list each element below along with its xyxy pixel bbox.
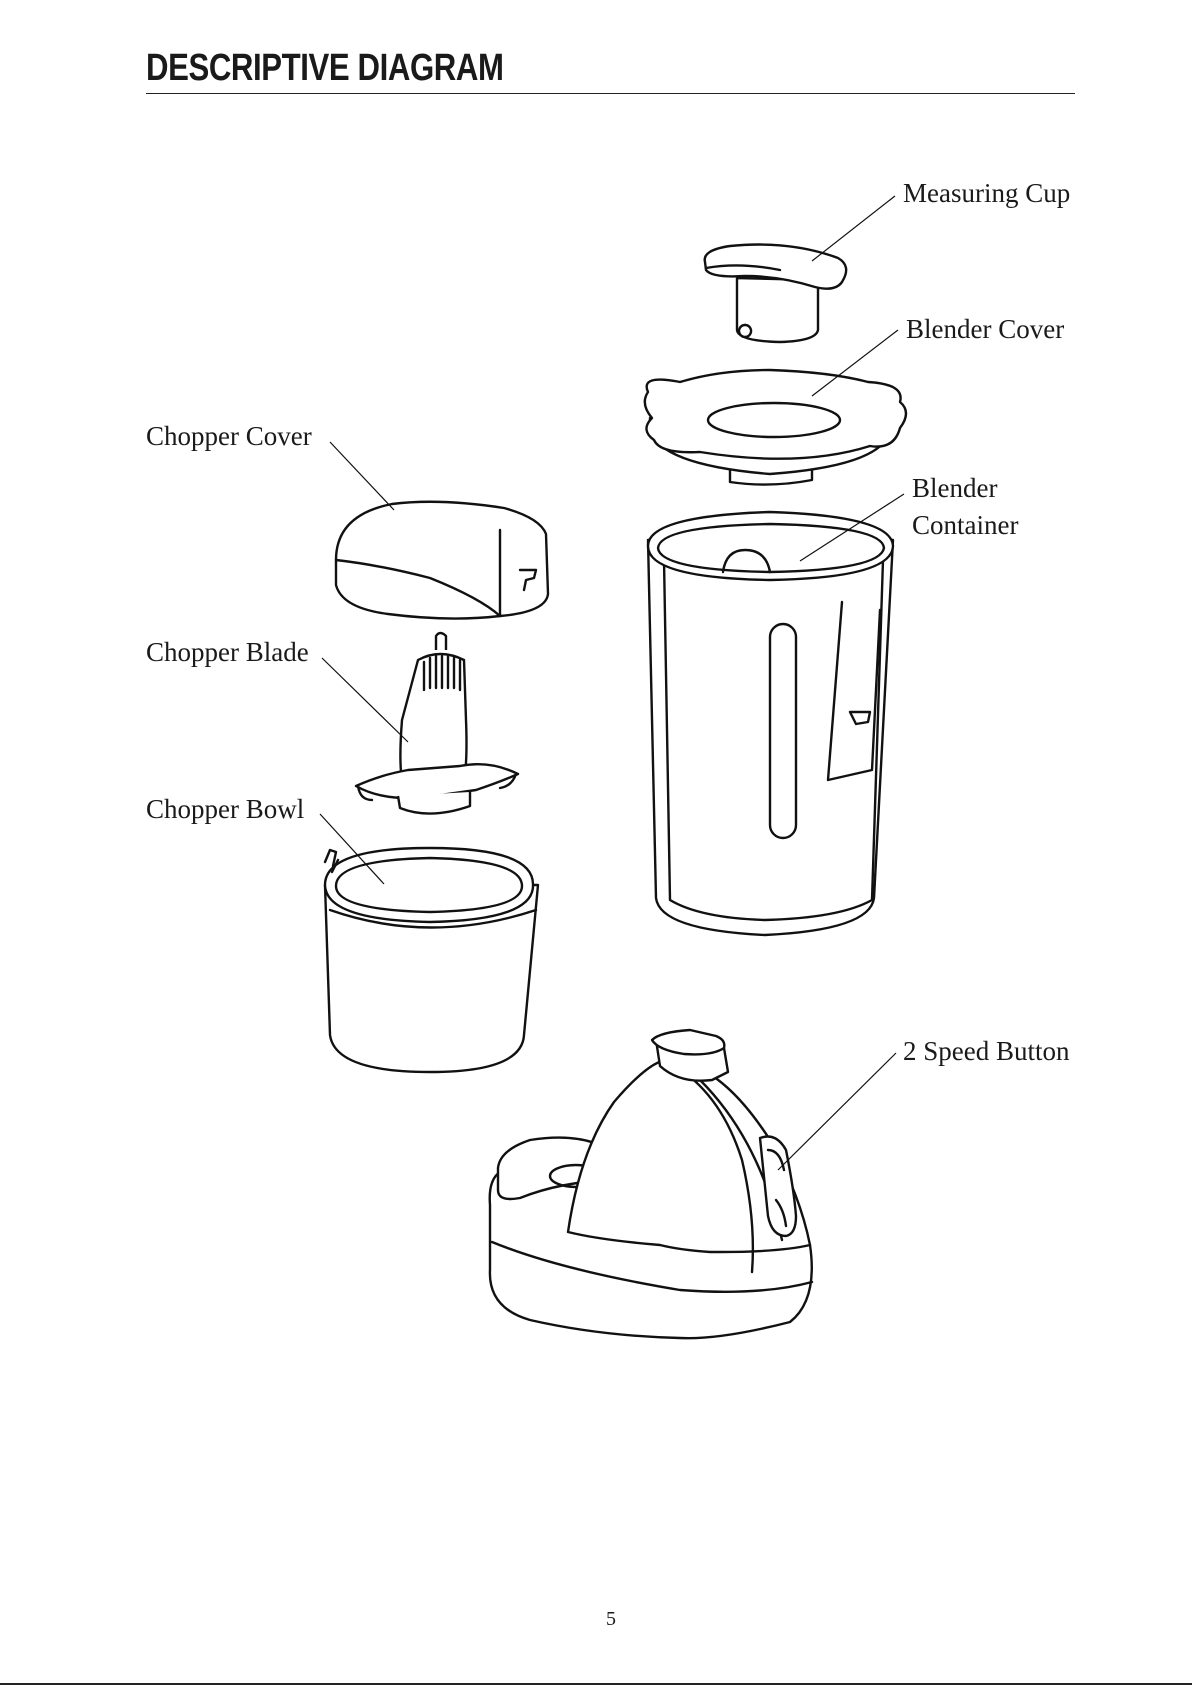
leader-chopper-blade	[322, 658, 408, 742]
blender-cover-illustration	[645, 370, 906, 485]
label-blender-container-line1: Blender	[912, 470, 997, 506]
label-speed-button: 2 Speed Button	[903, 1033, 1070, 1069]
leader-speed-button	[778, 1053, 896, 1170]
label-blender-cover: Blender Cover	[906, 311, 1064, 347]
motor-base-illustration	[490, 1030, 812, 1338]
label-chopper-cover: Chopper Cover	[146, 418, 312, 454]
leader-measuring-cup	[812, 196, 895, 261]
page-number: 5	[596, 1608, 626, 1631]
label-chopper-bowl: Chopper Bowl	[146, 791, 304, 827]
chopper-cover-illustration	[336, 502, 548, 619]
leader-chopper-cover	[330, 442, 394, 510]
label-chopper-blade: Chopper Blade	[146, 634, 309, 670]
chopper-blade-illustration	[356, 633, 518, 814]
label-blender-container-line2: Container	[912, 507, 1018, 543]
chopper-bowl-illustration	[325, 848, 538, 1072]
measuring-cup-illustration	[705, 245, 846, 343]
label-measuring-cup: Measuring Cup	[903, 175, 1070, 211]
blender-container-illustration	[648, 512, 893, 935]
